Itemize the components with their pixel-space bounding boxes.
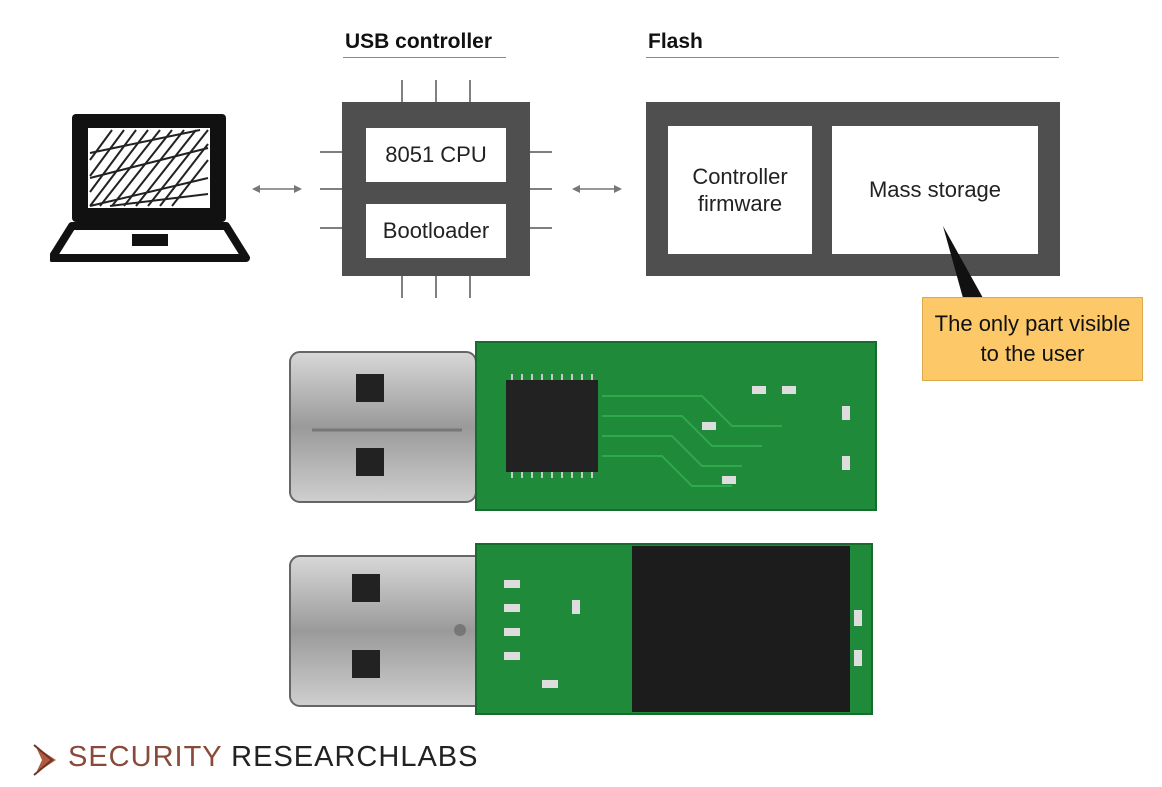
usb-stick-front-photo <box>289 341 877 511</box>
cpu-block: 8051 CPU <box>366 128 506 182</box>
bidirectional-arrow-icon <box>572 185 622 193</box>
usb-controller-underline <box>343 57 506 58</box>
flash-title: Flash <box>648 30 703 53</box>
bidirectional-arrow-icon <box>252 185 302 193</box>
callout-pointer <box>943 226 983 298</box>
chip-pins <box>320 80 552 298</box>
usb-stick-back-photo <box>289 543 873 715</box>
usb-controller-title: USB controller <box>345 30 493 53</box>
callout-text: The only part visible to the user <box>934 311 1131 366</box>
logo-word-research: RESEARCH <box>231 741 401 773</box>
srlabs-logo-icon <box>33 744 56 776</box>
bootloader-block: Bootloader <box>366 204 506 258</box>
cpu-label: 8051 CPU <box>385 142 487 168</box>
controller-firmware-label: Controller firmware <box>692 163 788 217</box>
mass-storage-label: Mass storage <box>868 177 1002 203</box>
laptop-icon <box>50 114 250 262</box>
bootloader-label: Bootloader <box>382 218 490 244</box>
flash-underline <box>646 57 1059 58</box>
logo-word-security: SECURITY <box>68 741 223 773</box>
mass-storage-block: Mass storage <box>832 126 1038 254</box>
logo-wordmark: SECURITY RESEARCHLABS <box>68 741 479 774</box>
logo-word-labs: LABS <box>400 741 479 773</box>
callout-box: The only part visible to the user <box>922 297 1143 381</box>
controller-firmware-block: Controller firmware <box>668 126 812 254</box>
